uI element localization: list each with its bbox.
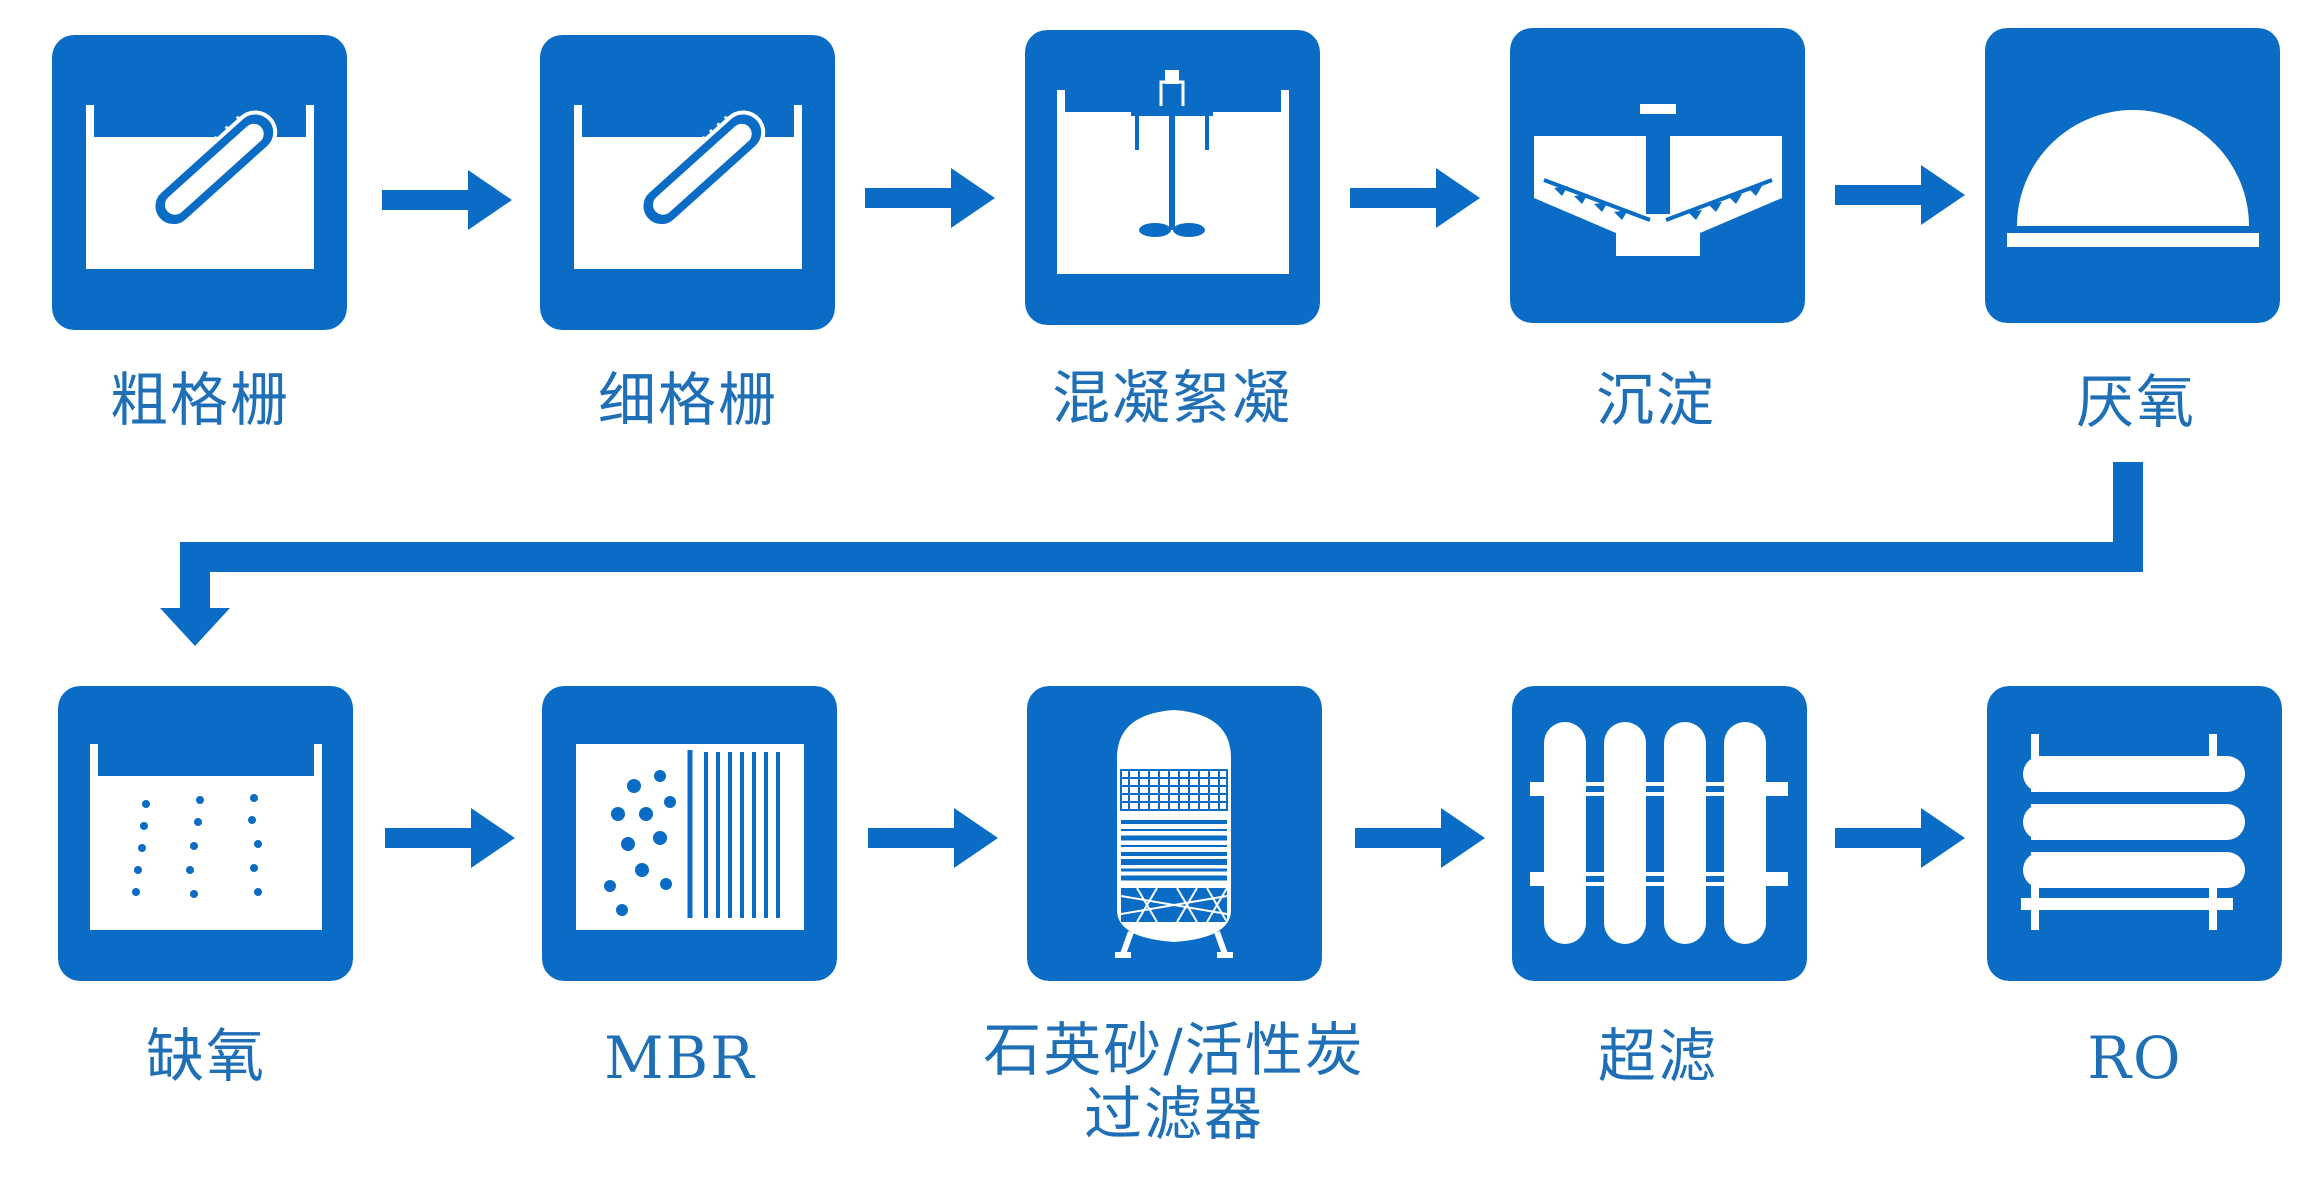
anoxic-tank-icon xyxy=(58,686,353,981)
step-label-sedimentation: 沉淀 xyxy=(1446,368,1866,432)
step-label-anaerobic: 厌氧 xyxy=(1926,370,2324,434)
step-label-ultrafiltration: 超滤 xyxy=(1448,1024,1868,1088)
step-label-coarse-screen: 粗格栅 xyxy=(0,368,410,432)
step-tile-ro xyxy=(1987,686,2282,981)
step-label-text: 沉淀 xyxy=(1595,366,1716,434)
step-label-text: 缺氧 xyxy=(145,1022,266,1090)
step-tile-filter xyxy=(1027,686,1322,981)
coarse-screen-icon xyxy=(52,35,347,330)
mbr-membrane-icon xyxy=(542,686,837,981)
step-label-text: MBR xyxy=(604,1024,756,1092)
step-label-text: 细格栅 xyxy=(597,366,778,434)
flow-arrow xyxy=(1355,808,1485,868)
step-tile-fine-screen xyxy=(540,35,835,330)
step-label-text: 厌氧 xyxy=(2075,368,2196,436)
flow-arrow xyxy=(868,808,998,868)
step-label-mbr: MBR xyxy=(470,1026,890,1090)
step-tile-anaerobic xyxy=(1985,28,2280,323)
step-label-ro: RO xyxy=(1925,1026,2324,1090)
step-label-text-line2: 过滤器 xyxy=(1083,1080,1264,1148)
sand-carbon-filter-icon xyxy=(1027,686,1322,981)
step-tile-sedimentation xyxy=(1510,28,1805,323)
step-tile-ultrafiltration xyxy=(1512,686,1807,981)
flow-arrow xyxy=(1835,165,1965,225)
step-label-fine-screen: 细格栅 xyxy=(478,368,898,432)
reverse-osmosis-icon xyxy=(1987,686,2282,981)
step-label-coagulation: 混凝絮凝 xyxy=(962,366,1382,430)
step-tile-coarse-screen xyxy=(52,35,347,330)
flow-arrow xyxy=(385,808,515,868)
step-label-text: RO xyxy=(2087,1024,2183,1092)
flow-arrow xyxy=(1350,168,1480,228)
anaerobic-dome-icon xyxy=(1985,28,2280,323)
step-label-text: 混凝絮凝 xyxy=(1051,364,1292,432)
flow-arrow xyxy=(382,170,512,230)
fine-screen-icon xyxy=(540,35,835,330)
step-tile-coagulation xyxy=(1025,30,1320,325)
step-label-anoxic: 缺氧 xyxy=(0,1024,416,1088)
flow-arrow xyxy=(1835,808,1965,868)
flow-arrow xyxy=(865,168,995,228)
sedimentation-tank-icon xyxy=(1510,28,1805,323)
step-label-text: 石英砂/活性炭 xyxy=(983,1016,1365,1084)
step-label-text: 粗格栅 xyxy=(109,366,290,434)
step-label-filter: 石英砂/活性炭 过滤器 xyxy=(964,1018,1384,1146)
ultrafiltration-icon xyxy=(1512,686,1807,981)
step-tile-anoxic xyxy=(58,686,353,981)
coagulation-mixer-icon xyxy=(1025,30,1320,325)
step-label-text: 超滤 xyxy=(1597,1022,1718,1090)
step-tile-mbr xyxy=(542,686,837,981)
